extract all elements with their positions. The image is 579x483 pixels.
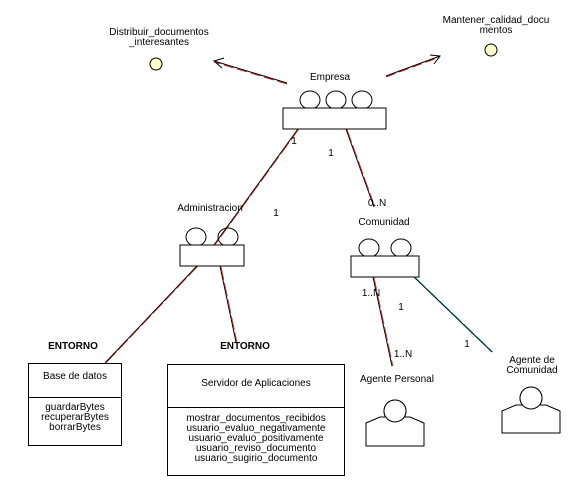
goal-left-line2: _interesantes (128, 37, 190, 48)
goal-left-marker (149, 57, 163, 71)
actor-agente-personal-label: Agente Personal (360, 374, 434, 385)
servidor-op: mostrar_documentos_recibidos (186, 413, 326, 424)
base-datos-title: Base de datos (43, 371, 107, 382)
base-datos-op: borrarBytes (49, 422, 101, 433)
mult-emp-com-bottom: 0..N (367, 198, 387, 209)
mult-emp-admin-top: 1 (291, 136, 297, 147)
entorno-left-heading: ENTORNO (48, 341, 98, 352)
base-datos-op: recuperarBytes (41, 412, 109, 423)
node-administracion-symbol (179, 227, 245, 267)
node-empresa-symbol (282, 90, 387, 130)
goal-right-line2: mentos (479, 25, 513, 36)
servidor-ops: mostrar_documentos_recibidos usuario_eva… (168, 414, 344, 464)
goal-left-label: Distribuir_documentos _interesantes (99, 28, 219, 48)
servidor-op: usuario_evaluo_positivamente (188, 433, 324, 444)
entorno-right-heading: ENTORNO (220, 341, 270, 352)
goal-left-line1: Distribuir_documentos (109, 27, 209, 38)
link-empresa-administracion (213, 128, 300, 246)
actor-agente-comunidad-icon (501, 386, 561, 434)
goal-right-marker (484, 43, 498, 57)
servidor-op: usuario_evaluo_negativamente (186, 423, 326, 434)
node-empresa-label: Empresa (309, 72, 350, 83)
servidor-op: usuario_reviso_documento (195, 443, 317, 454)
node-administracion-label: Administracion (177, 203, 243, 214)
mult-com-agente-bottom: 1 (464, 339, 470, 350)
arrow-empresa-to-goal-left (212, 57, 288, 85)
goal-right-line1: Mantener_calidad_docu (442, 15, 550, 26)
mult-emp-admin-bottom: 1 (273, 208, 279, 219)
mult-com-personal-bottom: 1..N (393, 349, 413, 360)
link-comunidad-agente-comunidad (413, 276, 494, 353)
node-comunidad-symbol (350, 238, 420, 278)
servidor-title: Servidor de Aplicaciones (201, 378, 311, 389)
actor-agente-comunidad-line1: Agente de (509, 355, 555, 366)
mult-com-personal-mid: 1 (398, 302, 404, 313)
base-datos-ops: guardarBytes recuperarBytes borrarBytes (29, 403, 121, 433)
goal-right-label: Mantener_calidad_docu mentos (436, 16, 556, 36)
mult-com-personal-top: 1..N (361, 288, 381, 299)
servidor-op: usuario_sugirio_documento (194, 453, 318, 464)
servidor-box: Servidor de Aplicaciones mostrar_documen… (167, 364, 345, 476)
actor-agente-comunidad-line2: Comunidad (506, 365, 558, 376)
base-datos-box: Base de datos guardarBytes recuperarByte… (28, 363, 122, 446)
node-comunidad-label: Comunidad (358, 217, 410, 228)
link-administracion-servidor (219, 265, 238, 343)
actor-agente-personal-icon (365, 399, 425, 447)
actor-agente-comunidad-label: Agente de Comunidad (496, 356, 568, 376)
base-datos-op: guardarBytes (45, 402, 105, 413)
mult-emp-com-top: 1 (328, 148, 334, 159)
link-empresa-comunidad (345, 128, 376, 208)
link-comunidad-agente-personal (372, 276, 394, 367)
link-administracion-base-datos (104, 265, 199, 364)
arrow-empresa-to-goal-right (385, 54, 441, 78)
